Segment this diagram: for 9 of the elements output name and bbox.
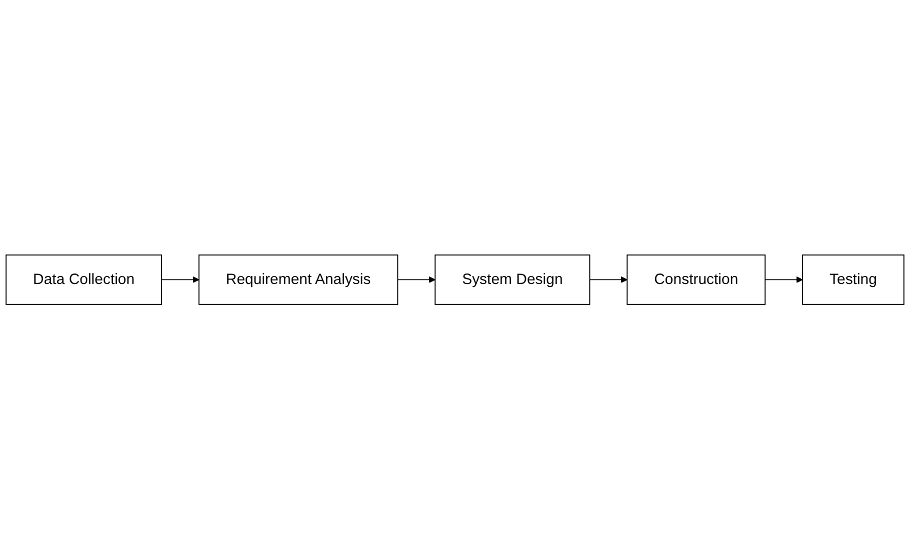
node-box: Construction	[626, 254, 766, 305]
arrow	[397, 276, 436, 283]
node-box: System Design	[434, 254, 590, 305]
node-box: Data Collection	[6, 254, 162, 305]
node-box: Requirement Analysis	[198, 254, 398, 305]
arrow	[589, 276, 628, 283]
node-box: Testing	[802, 254, 904, 305]
arrow	[764, 276, 803, 283]
arrow	[161, 276, 200, 283]
